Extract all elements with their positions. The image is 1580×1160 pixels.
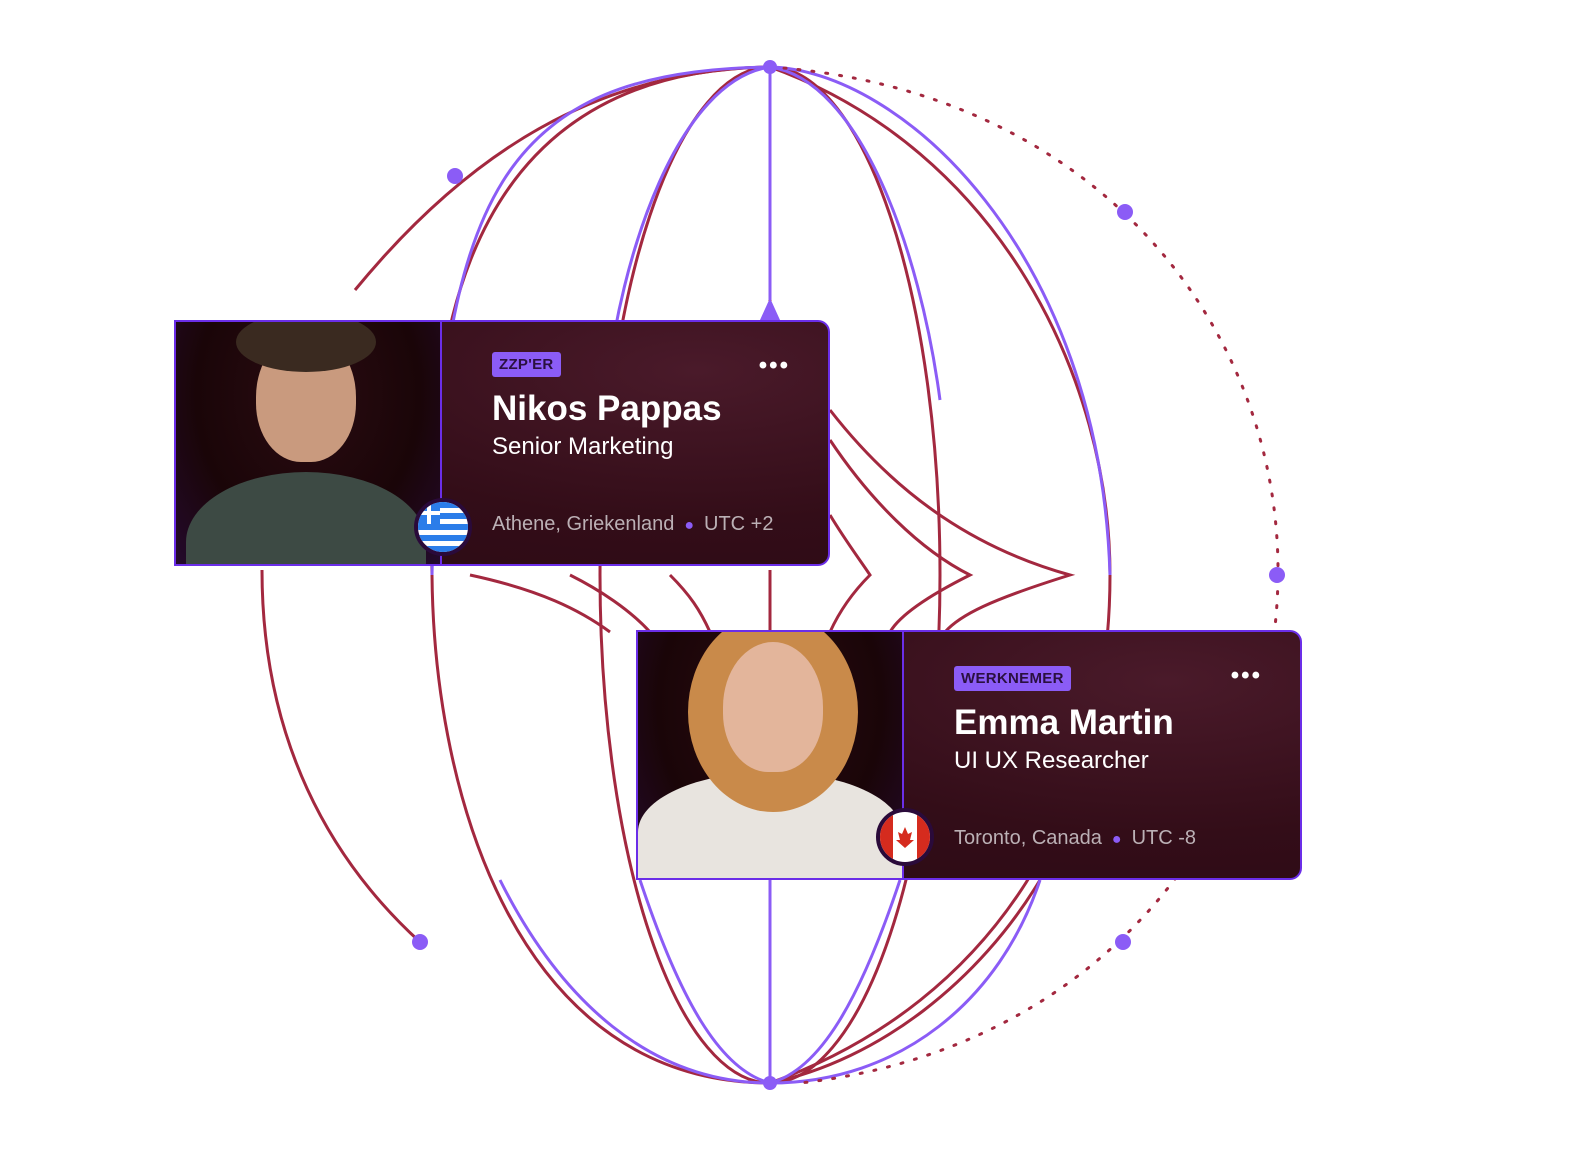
- separator-dot-icon: ●: [684, 517, 695, 534]
- person-name: Emma Martin: [954, 703, 1174, 742]
- profile-card-emma[interactable]: WERKNEMER Emma Martin UI UX Researcher •…: [636, 630, 1302, 880]
- avatar-photo: [638, 632, 904, 878]
- timezone-text: UTC +2: [704, 513, 774, 535]
- person-role: Senior Marketing: [492, 433, 674, 460]
- avatar-photo: [176, 322, 442, 564]
- employment-type-badge: WERKNEMER: [954, 666, 1071, 691]
- profile-card-nikos[interactable]: ZZP'ER Nikos Pappas Senior Marketing •••…: [174, 320, 830, 566]
- canada-flag-icon: [876, 808, 934, 866]
- location-text: Toronto, Canada: [954, 827, 1102, 849]
- person-name: Nikos Pappas: [492, 389, 722, 428]
- more-options-button[interactable]: •••: [1230, 662, 1262, 689]
- timezone-text: UTC -8: [1131, 827, 1197, 849]
- separator-dot-icon: ●: [1111, 831, 1122, 848]
- greece-flag-icon: [414, 498, 472, 556]
- employment-type-badge: ZZP'ER: [492, 352, 561, 377]
- more-options-button[interactable]: •••: [758, 352, 790, 379]
- person-role: UI UX Researcher: [954, 747, 1149, 774]
- location-text: Athene, Griekenland: [492, 513, 675, 535]
